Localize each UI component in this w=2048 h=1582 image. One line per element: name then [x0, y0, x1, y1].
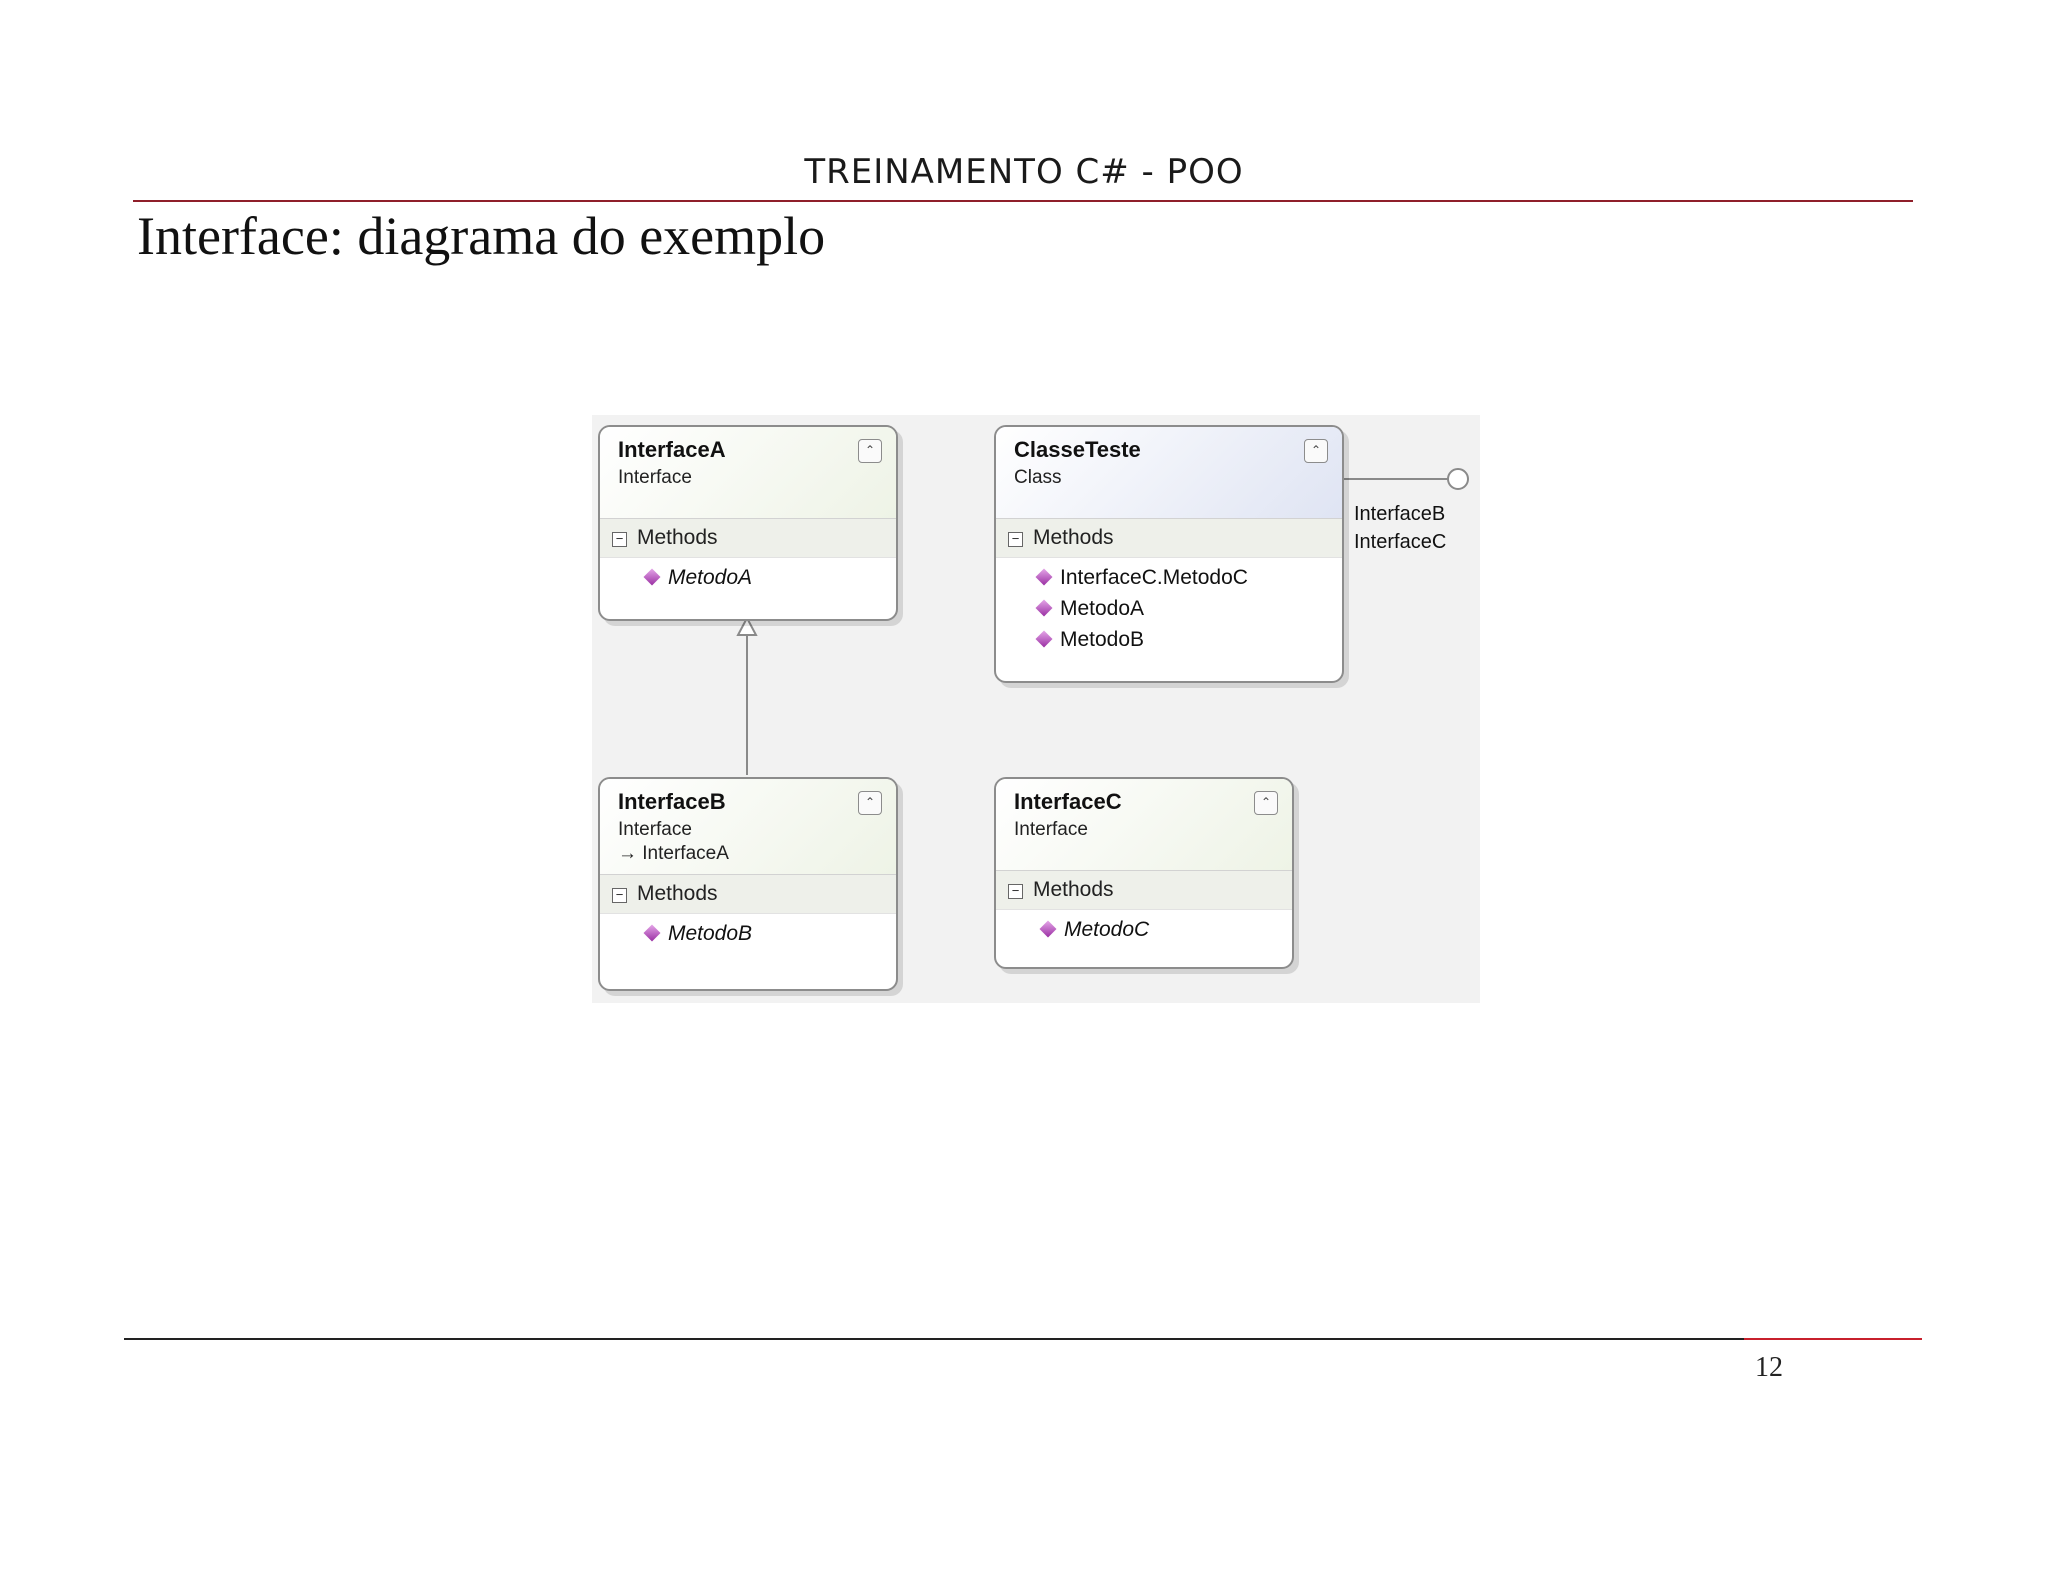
interface-a-name: InterfaceA: [618, 437, 726, 462]
method-item[interactable]: MetodoC: [996, 914, 1292, 945]
interface-c-box[interactable]: InterfaceC Interface ⌃ −Methods MetodoC: [994, 777, 1294, 969]
minus-icon: −: [612, 888, 627, 903]
slide-title: Interface: diagrama do exemplo: [137, 206, 826, 266]
method-icon: [1035, 568, 1053, 586]
collapse-icon[interactable]: ⌃: [858, 439, 882, 463]
collapse-icon[interactable]: ⌃: [858, 791, 882, 815]
classe-teste-header: ClasseTeste Class ⌃: [996, 427, 1342, 519]
section-label: Methods: [1033, 526, 1114, 549]
footer-divider: [124, 1338, 1744, 1340]
method-item[interactable]: MetodoB: [996, 624, 1342, 655]
lollipop-circle: [1447, 468, 1469, 490]
implemented-interfaces: InterfaceB InterfaceC: [1354, 500, 1446, 556]
inheritance-arrowhead: [736, 615, 758, 636]
interface-b-kind: Interface: [618, 819, 692, 840]
methods-section-toggle[interactable]: −Methods: [996, 871, 1292, 910]
header-title: TREINAMENTO C# - POO: [804, 152, 1244, 192]
method-item[interactable]: InterfaceC.MetodoC: [996, 562, 1342, 593]
method-label: MetodoB: [1060, 628, 1145, 651]
inherits-label: InterfaceA: [642, 843, 729, 864]
class-diagram: InterfaceA Interface ⌃ −Methods MetodoA …: [592, 415, 1480, 1003]
interface-b-name: InterfaceB: [618, 789, 726, 814]
interface-b-box[interactable]: InterfaceB Interface → InterfaceA ⌃ −Met…: [598, 777, 898, 991]
interface-c-name: InterfaceC: [1014, 789, 1122, 814]
interface-a-box[interactable]: InterfaceA Interface ⌃ −Methods MetodoA: [598, 425, 898, 621]
section-label: Methods: [637, 526, 718, 549]
methods-section-toggle[interactable]: −Methods: [996, 519, 1342, 558]
classe-teste-name: ClasseTeste: [1014, 437, 1141, 462]
implements-label: InterfaceC: [1354, 531, 1447, 553]
collapse-icon[interactable]: ⌃: [1254, 791, 1278, 815]
header-divider: [133, 200, 1913, 202]
method-item[interactable]: MetodoB: [600, 918, 896, 949]
footer-accent-divider: [1744, 1338, 1922, 1340]
method-icon: [1039, 920, 1057, 938]
collapse-icon[interactable]: ⌃: [1304, 439, 1328, 463]
methods-section-toggle[interactable]: −Methods: [600, 875, 896, 914]
section-label: Methods: [1033, 878, 1114, 901]
method-icon: [1035, 630, 1053, 648]
page-number: 12: [1755, 1352, 1783, 1383]
minus-icon: −: [1008, 884, 1023, 899]
implements-label: InterfaceB: [1354, 503, 1446, 525]
minus-icon: −: [612, 532, 627, 547]
method-label: MetodoA: [1060, 597, 1145, 620]
method-label: MetodoA: [668, 566, 753, 589]
classe-teste-kind: Class: [1014, 467, 1062, 488]
interface-b-header: InterfaceB Interface → InterfaceA ⌃: [600, 779, 896, 875]
method-icon: [643, 568, 661, 586]
method-item[interactable]: MetodoA: [996, 593, 1342, 624]
interface-c-kind: Interface: [1014, 819, 1088, 840]
method-item[interactable]: MetodoA: [600, 562, 896, 593]
section-label: Methods: [637, 882, 718, 905]
interface-a-header: InterfaceA Interface ⌃: [600, 427, 896, 519]
inherit-arrow-icon: →: [618, 843, 643, 864]
method-icon: [1035, 599, 1053, 617]
method-icon: [643, 924, 661, 942]
classe-teste-box[interactable]: ClasseTeste Class ⌃ −Methods InterfaceC.…: [994, 425, 1344, 683]
method-label: InterfaceC.MetodoC: [1060, 566, 1248, 589]
interface-b-inherits: → InterfaceA: [618, 843, 880, 865]
interface-a-kind: Interface: [618, 467, 692, 488]
methods-section-toggle[interactable]: −Methods: [600, 519, 896, 558]
method-label: MetodoC: [1064, 918, 1150, 941]
minus-icon: −: [1008, 532, 1023, 547]
method-label: MetodoB: [668, 922, 753, 945]
diagram-connectors: [736, 468, 1469, 775]
interface-c-header: InterfaceC Interface ⌃: [996, 779, 1292, 871]
